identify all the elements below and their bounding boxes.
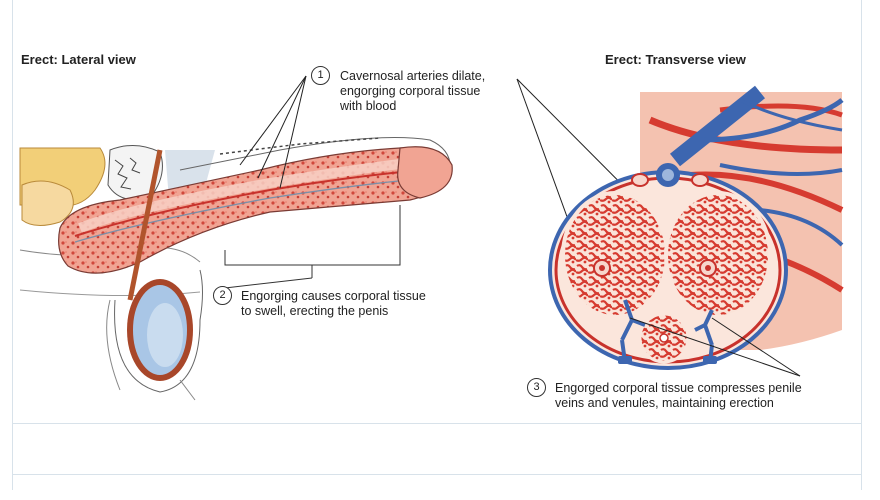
callout-3-line-1: Engorged corporal tissue compresses peni… [555,381,802,395]
lateral-view [19,137,453,401]
callout-2-text: Engorging causes corporal tissue to swel… [241,289,426,319]
callout-1-line-1: Cavernosal arteries dilate, [340,69,486,83]
scrotum-outline [114,269,203,393]
callout-2-line-1: Engorging causes corporal tissue [241,289,426,303]
leader-lines-3 [629,317,801,377]
caption-panel [12,423,862,475]
spermatic-cord [127,149,163,301]
callout-1-line-2: engorging corporal tissue [340,84,481,98]
callout-3-line-2: veins and venules, maintaining erection [555,396,774,410]
cavernosal-artery [74,169,426,237]
transverse-view [548,85,844,370]
glans [397,146,453,199]
diagram-frame [12,0,862,490]
callout-2-line-2: to swell, erecting the penis [241,304,389,318]
corpus-cavernosum-band [78,159,401,233]
dorsal-artery-right [691,173,709,187]
corpus-cavernosum-right [664,191,772,319]
callout-1-line-3: with blood [340,99,397,113]
callout-1-text: Cavernosal arteries dilate, engorging co… [340,69,485,114]
callout-3-text: Engorged corporal tissue compresses peni… [555,381,802,411]
prostate-shape [21,180,74,226]
corpus-cavernosum-left [561,191,669,319]
dorsal-artery-left [631,173,649,187]
transverse-view-title: Erect: Transverse view [605,52,746,67]
callout-1-number: 1 [311,66,330,85]
callout-3-number: 3 [527,378,546,397]
callout-2-number: 2 [213,286,232,305]
lateral-view-title: Erect: Lateral view [21,52,136,67]
tunica-outline [179,137,451,171]
